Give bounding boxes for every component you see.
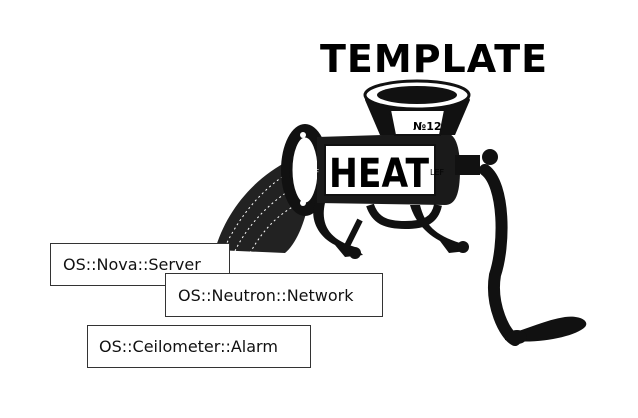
grinder-plate-number: №12: [413, 120, 442, 133]
resource-label: OS::Ceilometer::Alarm: [99, 337, 278, 356]
grinder-label-heat: HEAT: [329, 151, 430, 197]
resource-label: OS::Neutron::Network: [178, 285, 354, 305]
grinder-barrel: HEAT LEF LEF: [305, 133, 460, 205]
title-template: TEMPLATE: [320, 37, 549, 81]
resource-label: OS::Nova::Server: [63, 255, 201, 274]
meat-grinder-illustration: HEAT LEF LEF №12: [215, 79, 587, 346]
grinder-crank-handle: [455, 149, 587, 346]
resource-box-neutron-network: OS::Neutron::Network: [165, 273, 383, 317]
grinder-hopper: №12: [363, 79, 471, 136]
grinder-clamp: [313, 203, 469, 259]
grinder-right-tag: LEF: [430, 168, 445, 177]
resource-box-ceilometer-alarm: OS::Ceilometer::Alarm: [87, 325, 311, 368]
grinder-left-tag: LEF: [305, 168, 320, 177]
